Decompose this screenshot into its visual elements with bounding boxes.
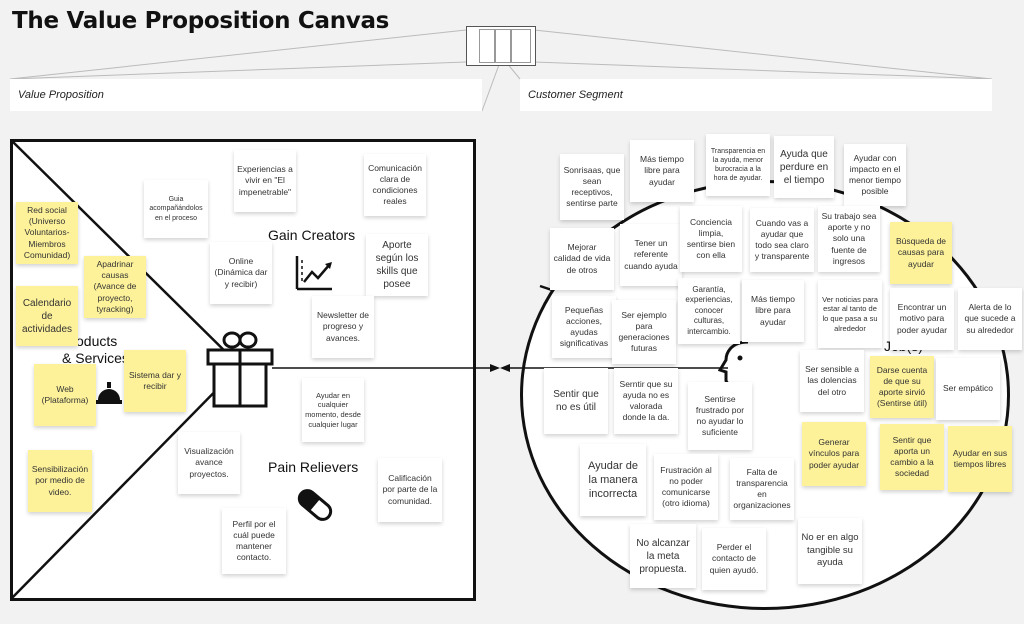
cs-note[interactable]: Pequeñas acciones, ayudas significativas xyxy=(552,296,616,358)
vp-note[interactable]: Apadrinar causas (Avance de proyecto, ty… xyxy=(84,256,146,318)
vp-note[interactable]: Online (Dinámica dar y recibir) xyxy=(210,242,272,304)
cs-note[interactable]: Mejorar calidad de vida de otros xyxy=(550,228,614,290)
cs-note[interactable]: Garantía, experiencias, conocer culturas… xyxy=(678,278,740,344)
cs-note[interactable]: Ayudar de la manera incorrecta xyxy=(580,444,646,516)
vp-note[interactable]: Calificación por parte de la comunidad. xyxy=(378,458,442,522)
vp-note[interactable]: Experiencias a vivir en "El impenetrable… xyxy=(234,150,296,212)
gift-icon xyxy=(206,331,274,408)
value-proposition-header: Value Proposition xyxy=(10,79,482,111)
cs-note[interactable]: Más tiempo libre para ayudar xyxy=(742,280,804,342)
cs-note[interactable]: Ser sensible a las dolencias del otro xyxy=(800,350,864,412)
cs-note[interactable]: Sentir que no es útil xyxy=(544,368,608,434)
vp-note[interactable]: Sistema dar y recibir xyxy=(124,350,186,412)
vp-note[interactable]: Web (Plataforma) xyxy=(34,364,96,426)
cs-note[interactable]: Alerta de lo que sucede a su alrededor xyxy=(958,288,1022,350)
cs-note[interactable]: Búsqueda de causas para ayudar xyxy=(890,222,952,284)
bell-icon xyxy=(96,382,122,404)
cs-note[interactable]: Darse cuenta de que su aporte sirvió (Se… xyxy=(870,356,934,418)
cs-note[interactable]: Generar vínculos para poder ayudar xyxy=(802,422,866,486)
cs-note[interactable]: Serntir que su ayuda no es valorada dond… xyxy=(614,368,678,434)
cs-note[interactable]: Sentirse frustrado por no ayudar lo sufi… xyxy=(688,382,752,450)
cs-note[interactable]: Conciencia limpia, sentirse bien con ell… xyxy=(680,206,742,272)
vp-note[interactable]: Ayudar en cualquier momento, desde cualq… xyxy=(302,378,364,442)
page-title: The Value Proposition Canvas xyxy=(12,8,390,34)
vp-note[interactable]: Red social (Universo Voluntarios-Miembro… xyxy=(16,202,78,264)
cs-note[interactable]: Encontrar un motivo para poder ayudar xyxy=(890,288,954,350)
chart-icon xyxy=(295,256,332,291)
vp-note[interactable]: Perfil por el cuál puede mantener contac… xyxy=(222,508,286,574)
cs-note[interactable]: Sentir que aporta un cambio a la socieda… xyxy=(880,424,944,490)
vp-note[interactable]: Visualización avance proyectos. xyxy=(178,432,240,494)
vp-note[interactable]: Newsletter de progreso y avances. xyxy=(312,296,374,358)
pain-relievers-label: Pain Relievers xyxy=(268,459,359,475)
cs-note[interactable]: Tener un referente cuando ayuda xyxy=(620,224,682,286)
cs-note[interactable]: Ser ejemplo para generaciones futuras xyxy=(612,300,676,364)
cs-note[interactable]: Su trabajo sea aporte y no solo una fuen… xyxy=(818,206,880,272)
cs-note[interactable]: Ver noticias para estar al tanto de lo q… xyxy=(818,280,882,348)
cs-note[interactable]: No alcanzar la meta propuesta. xyxy=(630,524,696,588)
vp-note[interactable]: Sensibilización por medio de video. xyxy=(28,450,92,512)
cs-note[interactable]: Ayuda que perdure en el tiempo xyxy=(774,136,834,198)
gain-creators-label: Gain Creators xyxy=(268,227,356,243)
cs-note[interactable]: Cuando vas a ayudar que todo sea claro y… xyxy=(750,208,814,272)
customer-segment-header: Customer Segment xyxy=(520,79,992,111)
canvas-thumbnail[interactable] xyxy=(466,26,536,66)
cs-note[interactable]: Sonrisaas, que sean receptivos, sentirse… xyxy=(560,154,624,220)
cs-note[interactable]: Falta de transparencia en organizaciones xyxy=(730,458,794,520)
vp-note[interactable]: Guia acompañándolos en el proceso xyxy=(144,180,208,238)
cs-note[interactable]: No er en algo tangible su ayuda xyxy=(798,518,862,584)
cs-note[interactable]: Ayudar en sus tiempos libres xyxy=(948,426,1012,492)
cs-note[interactable]: Ayudar con impacto en el menor tiempo po… xyxy=(844,144,906,206)
cs-note[interactable]: Transparencia en la ayuda, menor burocra… xyxy=(706,134,770,196)
pill-icon xyxy=(297,489,333,521)
cs-note[interactable]: Frustración al no poder comunicarse (otr… xyxy=(654,454,718,520)
cs-note[interactable]: Ser empático xyxy=(936,358,1000,420)
vp-note[interactable]: Aporte según los skills que posee xyxy=(366,234,428,296)
vp-note[interactable]: Calendario de actividades xyxy=(16,286,78,346)
vp-note[interactable]: Comunicación clara de condiciones reales xyxy=(364,154,426,216)
cs-note[interactable]: Perder el contacto de quien ayudó. xyxy=(702,528,766,590)
cs-note[interactable]: Más tiempo libre para ayudar xyxy=(630,140,694,202)
